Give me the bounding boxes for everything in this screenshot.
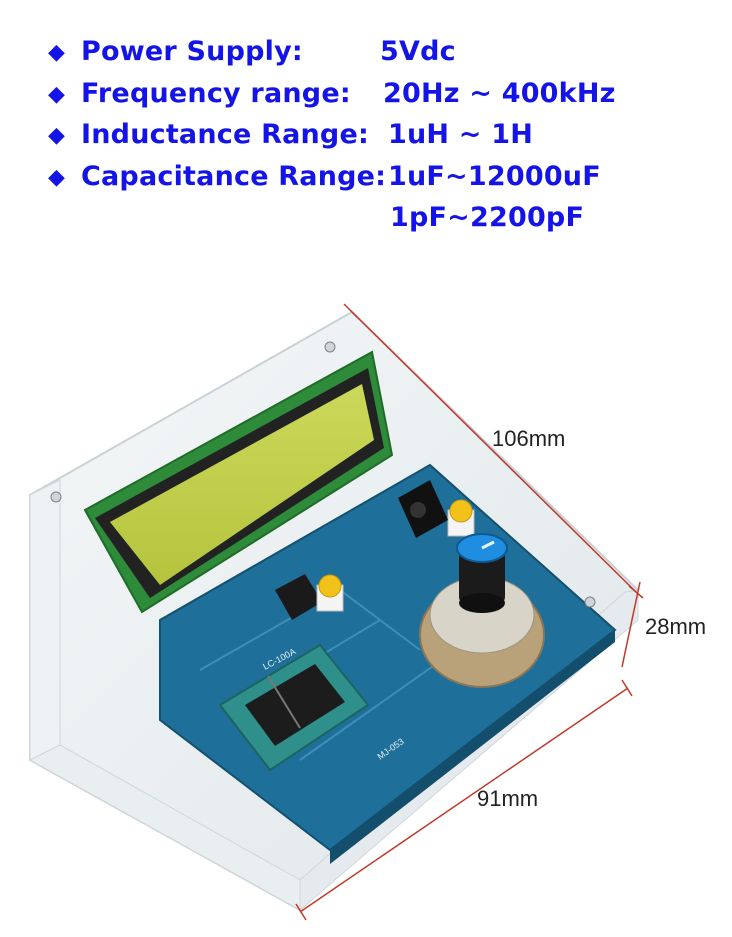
spec-value: 1uH ~ 1H <box>388 119 534 150</box>
spec-capacitance-range-2: 1pF~2200pF <box>48 202 708 244</box>
spec-value: 1uF~12000uF <box>388 160 601 192</box>
diamond-bullet-icon: ◆ <box>48 40 66 65</box>
dimension-width-label: 91mm <box>477 786 539 811</box>
spec-frequency-range: ◆ Frequency range: 20Hz ~ 400kHz <box>48 78 708 120</box>
ic-chip <box>275 574 322 620</box>
spec-label: Inductance Range: <box>81 119 369 150</box>
diamond-bullet-icon: ◆ <box>48 164 66 190</box>
spec-inductance-range: ◆ Inductance Range: 1uH ~ 1H <box>48 119 708 161</box>
spec-value: 1pF~2200pF <box>390 202 585 233</box>
diamond-bullet-icon: ◆ <box>48 123 66 148</box>
zif-socket <box>218 643 370 772</box>
dc-power-jack <box>398 480 448 538</box>
lcd-display <box>83 350 394 614</box>
diamond-bullet-icon: ◆ <box>48 81 66 107</box>
dimension-lines <box>295 303 644 921</box>
product-photo: LC-100A MJ-053 <box>28 303 644 921</box>
dimension-length-label: 106mm <box>492 426 566 451</box>
spec-label: Frequency range: <box>81 77 351 109</box>
spec-power-supply: ◆ Power Supply: 5Vdc <box>48 36 708 78</box>
spec-list: ◆ Power Supply: 5Vdc ◆ Frequency range: … <box>48 36 708 244</box>
push-button <box>447 499 475 537</box>
screw <box>324 341 336 353</box>
spec-capacitance-range: ◆ Capacitance Range: 1uF~12000uF <box>48 161 708 203</box>
knob <box>456 533 508 613</box>
spec-value: 5Vdc <box>380 36 456 67</box>
screw <box>584 596 596 608</box>
spec-label: Capacitance Range: <box>81 160 387 192</box>
spec-label: Power Supply: <box>81 36 303 67</box>
spec-value: 20Hz ~ 400kHz <box>383 77 616 109</box>
screw <box>50 491 62 503</box>
rotary-switch <box>419 576 545 688</box>
dimension-height-label: 28mm <box>645 614 707 639</box>
push-button <box>316 574 344 612</box>
